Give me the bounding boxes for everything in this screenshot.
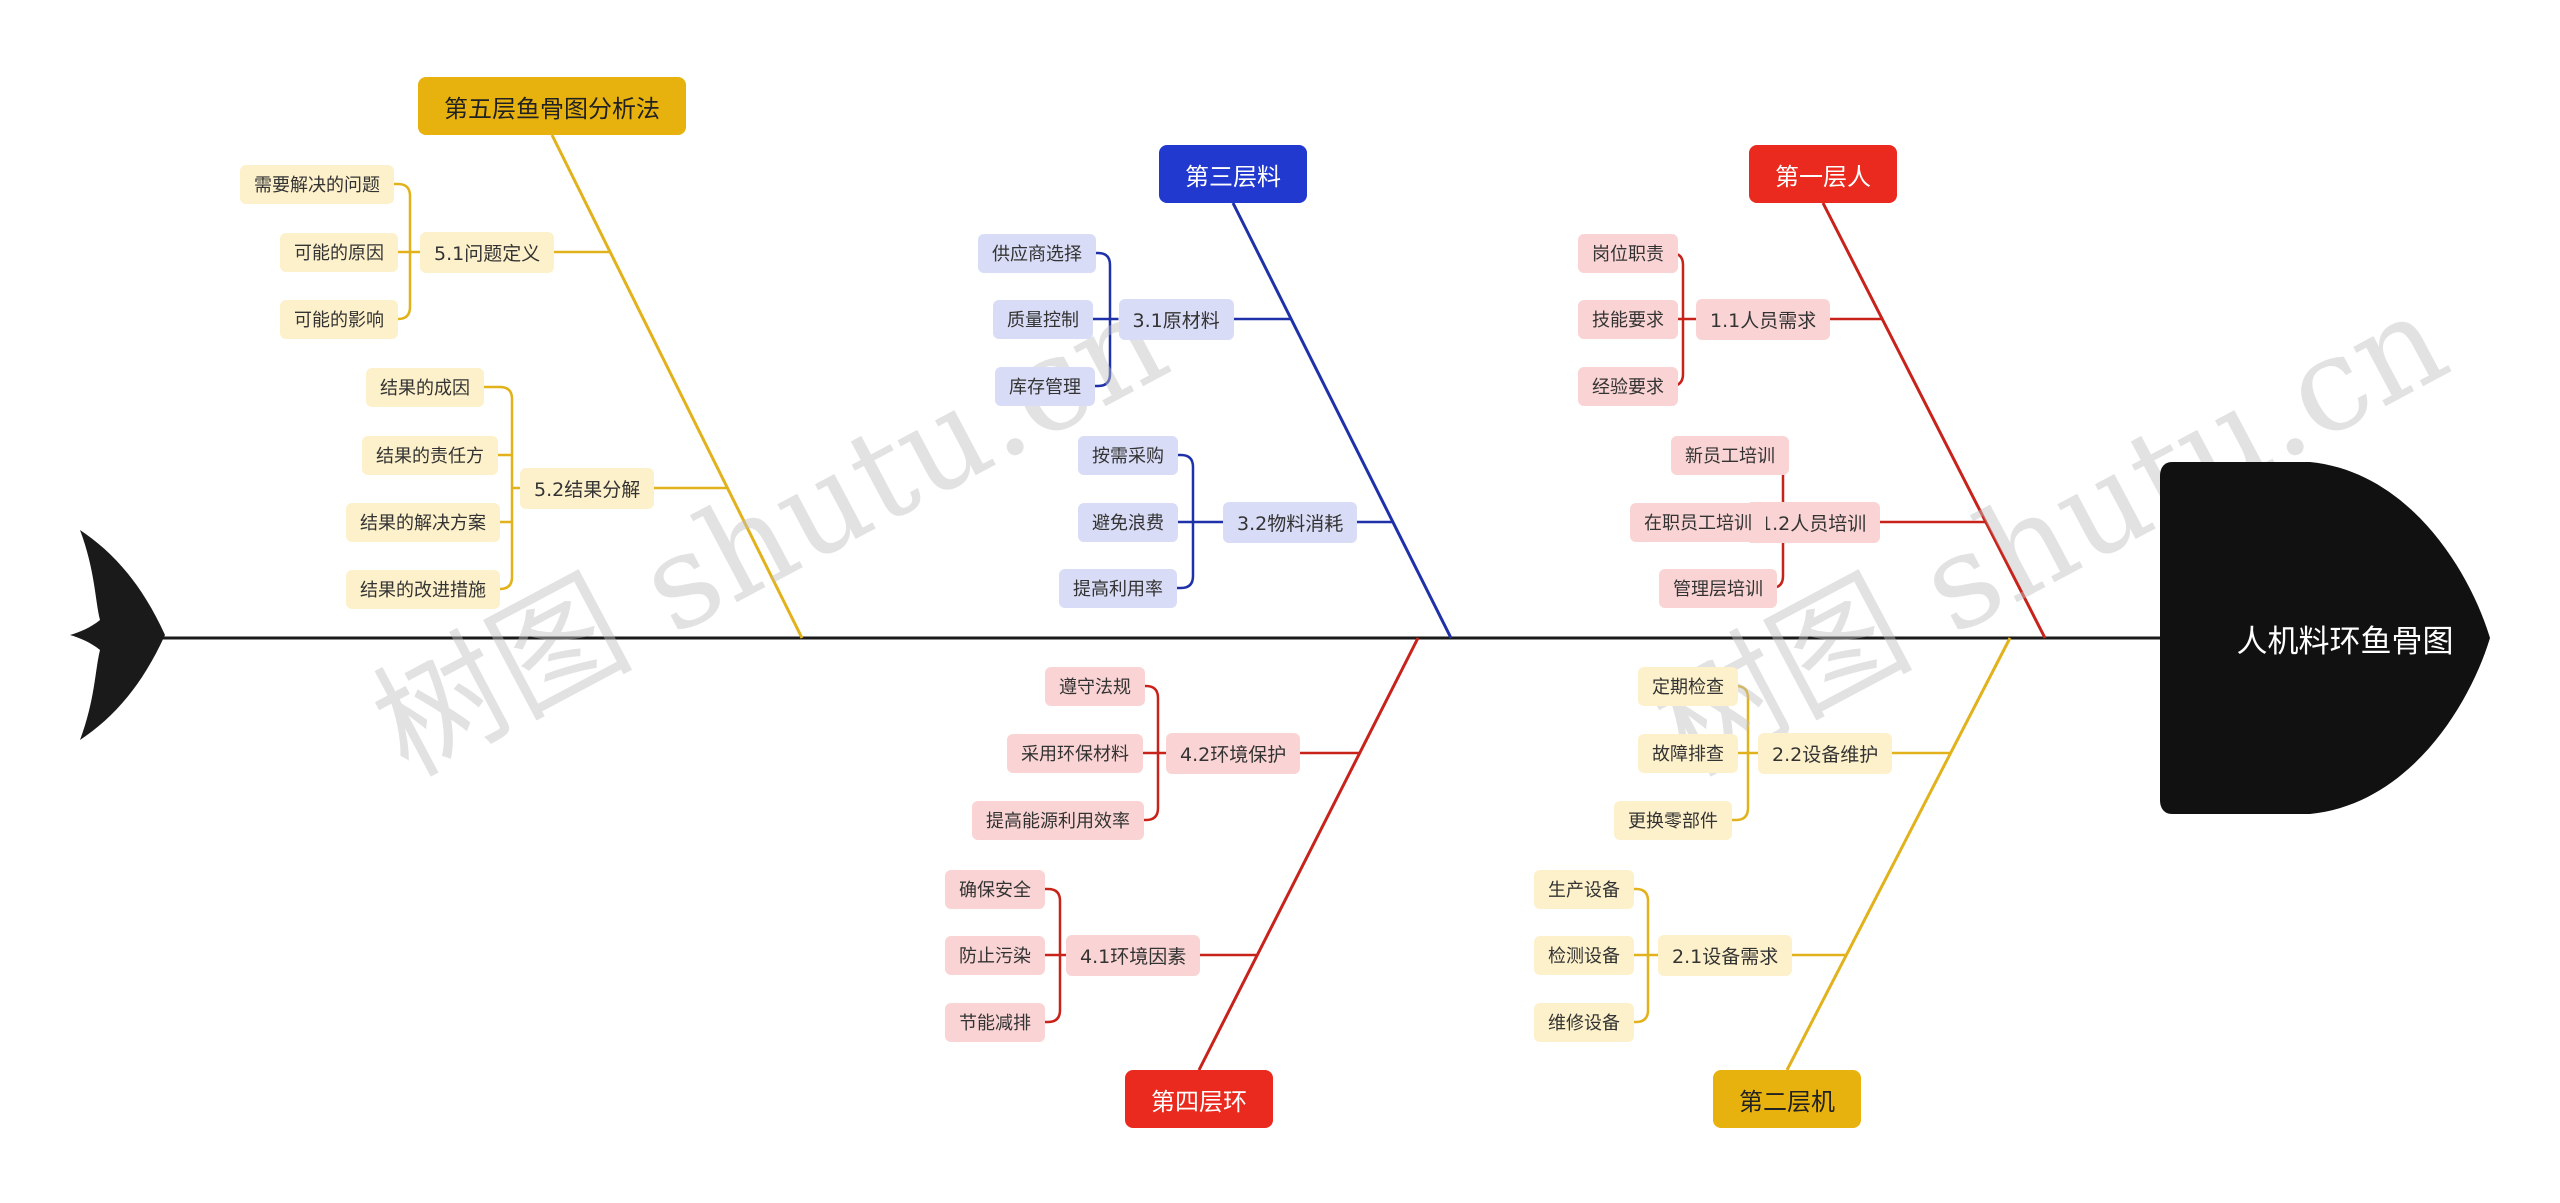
leaf-node-c4-1-2: 采用环保材料 xyxy=(1007,733,1143,773)
sub-node-c5-2: 5.2结果分解 xyxy=(520,467,655,509)
leaf-node-c1-2-2: 在职员工培训 xyxy=(1630,502,1766,542)
leaf-node-c4-1-3: 提高能源利用效率 xyxy=(972,800,1144,840)
bone-c5 xyxy=(550,134,804,639)
leaf-node-c1-1-1: 岗位职责 xyxy=(1578,233,1678,273)
leaf-node-c1-2-3: 管理层培训 xyxy=(1659,568,1777,608)
leaf-node-c4-2-3: 节能减排 xyxy=(945,1002,1045,1042)
sub-node-c2-1: 2.2设备维护 xyxy=(1758,732,1893,774)
leaf-node-c2-2-3: 维修设备 xyxy=(1534,1002,1634,1042)
sub-node-c4-2: 4.1环境因素 xyxy=(1066,934,1201,976)
category-node-c5: 第五层鱼骨图分析法 xyxy=(418,77,686,135)
leaf-node-c5-1-1: 需要解决的问题 xyxy=(240,164,394,204)
leaf-node-c2-1-2: 故障排查 xyxy=(1638,733,1738,773)
leaf-node-c3-2-1: 按需采购 xyxy=(1078,435,1178,475)
leaf-node-c3-1-2: 质量控制 xyxy=(993,299,1093,339)
sub-node-c2-2: 2.1设备需求 xyxy=(1658,934,1793,976)
fish-head: 人机料环鱼骨图 xyxy=(2160,462,2500,814)
leaf-node-c2-2-2: 检测设备 xyxy=(1534,935,1634,975)
leaf-node-c5-2-4: 结果的改进措施 xyxy=(346,569,500,609)
leaf-node-c2-1-3: 更换零部件 xyxy=(1614,800,1732,840)
sub-node-c3-1: 3.1原材料 xyxy=(1118,298,1234,340)
sub-node-c1-1: 1.1人员需求 xyxy=(1696,298,1831,340)
leaf-node-c3-1-1: 供应商选择 xyxy=(978,233,1096,273)
bone-c1 xyxy=(1821,202,2047,639)
leaf-node-c4-2-2: 防止污染 xyxy=(945,935,1045,975)
leaf-node-c4-2-1: 确保安全 xyxy=(945,869,1045,909)
leaf-node-c1-2-1: 新员工培训 xyxy=(1671,435,1789,475)
leaf-node-c1-1-3: 经验要求 xyxy=(1578,366,1678,406)
leaf-node-c5-2-1: 结果的成因 xyxy=(366,367,484,407)
bracket-c5-2 xyxy=(484,385,514,591)
leaf-node-c5-2-3: 结果的解决方案 xyxy=(346,502,500,542)
sub-node-c3-2: 3.2物料消耗 xyxy=(1223,501,1358,543)
leaf-node-c5-1-2: 可能的原因 xyxy=(280,232,398,272)
leaf-node-c4-1-1: 遵守法规 xyxy=(1045,666,1145,706)
leaf-node-c1-1-2: 技能要求 xyxy=(1578,299,1678,339)
sub-node-c1-2: 1.2人员培训 xyxy=(1746,501,1881,543)
category-node-c3: 第三层料 xyxy=(1159,145,1307,203)
leaf-node-c2-2-1: 生产设备 xyxy=(1534,869,1634,909)
category-node-c1: 第一层人 xyxy=(1749,145,1897,203)
bone-c4 xyxy=(1197,637,1420,1071)
leaf-node-c3-2-2: 避免浪费 xyxy=(1078,502,1178,542)
sub-node-c4-1: 4.2环境保护 xyxy=(1166,732,1301,774)
leaf-node-c5-2-2: 结果的责任方 xyxy=(362,435,498,475)
bracket-c5-1 xyxy=(394,182,412,321)
bone-c2 xyxy=(1785,637,2012,1071)
leaf-node-c5-1-3: 可能的影响 xyxy=(280,299,398,339)
head-title: 人机料环鱼骨图 xyxy=(2236,623,2454,660)
leaf-node-c3-1-3: 库存管理 xyxy=(995,366,1095,406)
category-node-c2: 第二层机 xyxy=(1713,1070,1861,1128)
fish-tail-icon xyxy=(70,530,165,740)
leaf-node-c3-2-3: 提高利用率 xyxy=(1059,568,1177,608)
bone-c3 xyxy=(1231,202,1453,639)
sub-node-c5-1: 5.1问题定义 xyxy=(420,231,555,273)
fish-head-shape xyxy=(2160,462,2490,814)
category-node-c4: 第四层环 xyxy=(1125,1070,1273,1128)
leaf-node-c2-1-1: 定期检查 xyxy=(1638,666,1738,706)
